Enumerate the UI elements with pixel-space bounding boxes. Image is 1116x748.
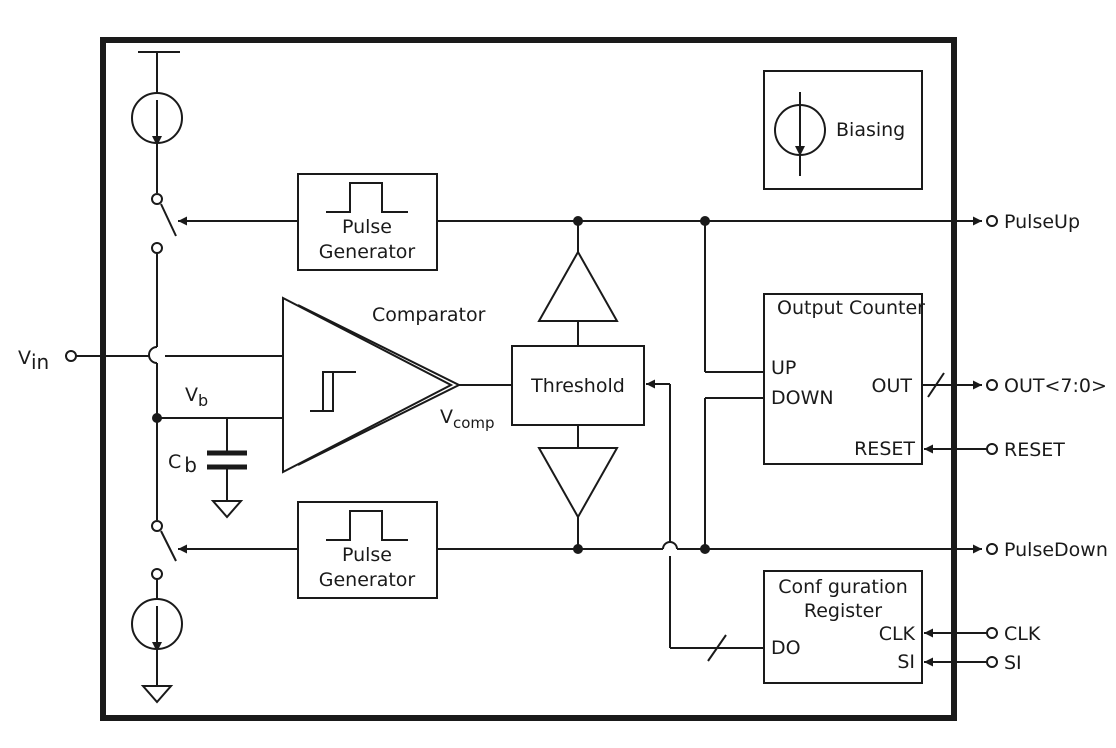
svg-text:SI: SI bbox=[897, 651, 915, 673]
port-reset: RESET bbox=[924, 439, 1065, 461]
port-si: SI bbox=[924, 652, 1022, 674]
pulse-icon bbox=[326, 510, 408, 541]
svg-text:OUT: OUT bbox=[872, 375, 913, 397]
svg-text:OUT<7:0>: OUT<7:0> bbox=[1004, 375, 1107, 397]
capacitor-cb bbox=[207, 450, 247, 470]
port-pulse-up: PulseUp bbox=[986, 211, 1080, 233]
svg-text:PulseDown: PulseDown bbox=[1004, 539, 1108, 561]
chip-boundary bbox=[100, 37, 957, 721]
hysteresis-icon bbox=[310, 371, 356, 412]
svg-text:DOWN: DOWN bbox=[771, 387, 834, 409]
switch-bottom bbox=[151, 520, 177, 580]
buffer-down-icon bbox=[537, 447, 619, 520]
ground-icon bbox=[210, 500, 244, 519]
svg-text:Conf guration: Conf guration bbox=[778, 576, 908, 598]
svg-text:PulseUp: PulseUp bbox=[1004, 211, 1080, 233]
configuration-register: Conf guration Register CLK SI DO bbox=[763, 570, 923, 684]
output-counter: Output Counter UP DOWN OUT RESET bbox=[763, 293, 925, 465]
switch-top bbox=[151, 193, 177, 254]
current-source-top bbox=[131, 92, 183, 146]
config-bus bbox=[646, 379, 764, 662]
svg-text:Generator: Generator bbox=[319, 241, 416, 263]
svg-text:Vin: Vin bbox=[18, 347, 49, 374]
svg-text:Cb: Cb bbox=[168, 451, 197, 477]
comparator: Comparator Vcomp bbox=[282, 296, 512, 474]
port-clk: CLK bbox=[924, 623, 1041, 645]
svg-text:Pulse: Pulse bbox=[342, 216, 392, 238]
svg-text:CLK: CLK bbox=[1004, 623, 1041, 645]
pulse-down-bus bbox=[437, 397, 982, 554]
ground-icon bbox=[140, 685, 174, 704]
svg-text:Pulse: Pulse bbox=[342, 544, 392, 566]
svg-text:Vb: Vb bbox=[185, 384, 208, 410]
biasing-block: Biasing bbox=[763, 70, 923, 190]
buffer-up-icon bbox=[537, 249, 619, 322]
left-rail bbox=[131, 51, 183, 704]
threshold-block: Threshold bbox=[511, 249, 645, 520]
svg-text:RESET: RESET bbox=[1004, 439, 1065, 461]
vin-input: Vin bbox=[18, 347, 283, 374]
svg-text:DO: DO bbox=[771, 637, 801, 659]
svg-text:Vcomp: Vcomp bbox=[440, 406, 495, 432]
port-out: OUT<7:0> bbox=[922, 372, 1107, 398]
port-pulse-down: PulseDown bbox=[986, 539, 1108, 561]
svg-text:Generator: Generator bbox=[319, 569, 416, 591]
svg-text:RESET: RESET bbox=[854, 438, 915, 460]
svg-text:Register: Register bbox=[804, 600, 882, 622]
svg-text:CLK: CLK bbox=[879, 623, 916, 645]
current-source-bottom bbox=[131, 598, 183, 652]
svg-text:SI: SI bbox=[1004, 652, 1022, 674]
pulse-generator-top: Pulse Generator bbox=[178, 173, 438, 271]
svg-text:Comparator: Comparator bbox=[372, 304, 486, 326]
svg-text:Threshold: Threshold bbox=[530, 375, 625, 397]
pulse-up-bus bbox=[437, 216, 982, 373]
pulse-generator-bottom: Pulse Generator bbox=[178, 501, 438, 599]
svg-text:Biasing: Biasing bbox=[836, 119, 905, 141]
pulse-icon bbox=[326, 182, 408, 213]
svg-text:Output Counter: Output Counter bbox=[777, 297, 925, 319]
svg-text:UP: UP bbox=[771, 357, 796, 379]
